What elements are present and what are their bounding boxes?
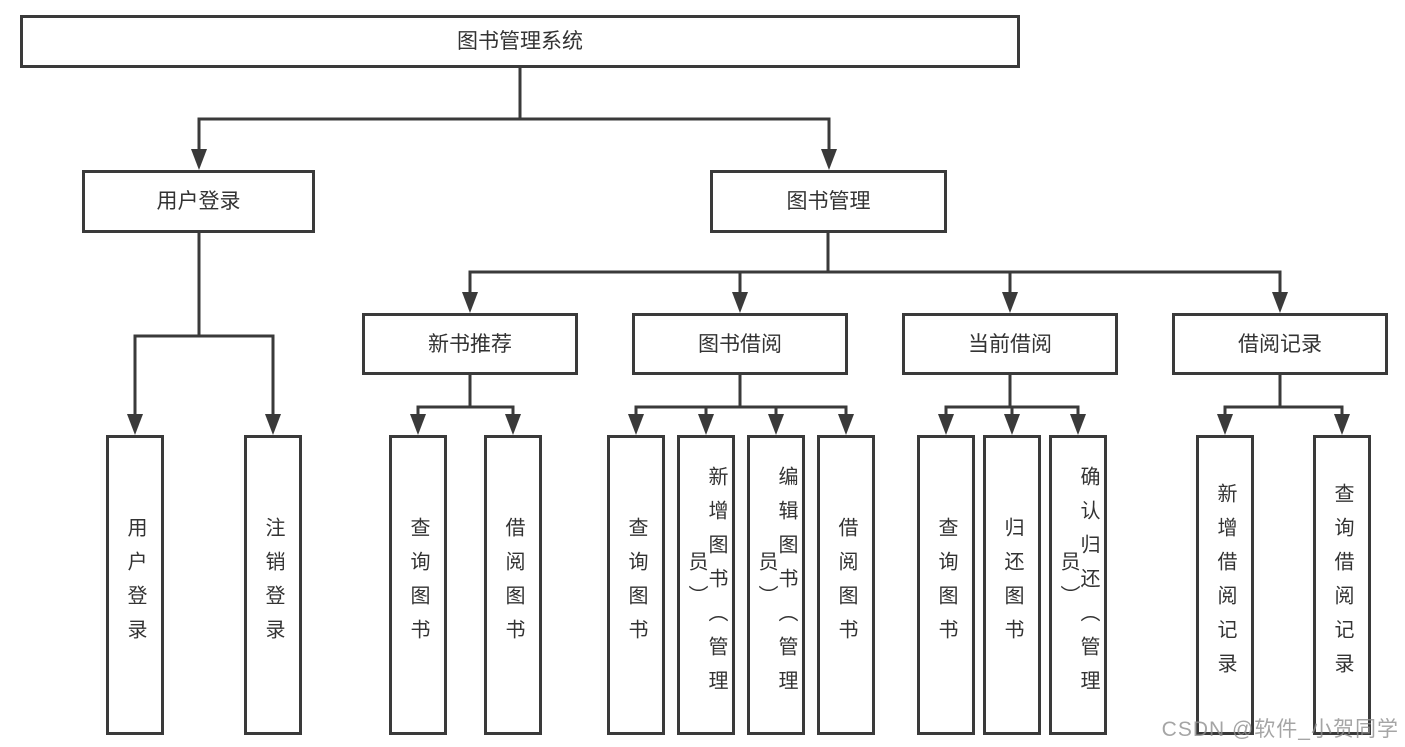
connector-current-to-leaves [944,375,1080,416]
node-book-borrowing: 图书借阅 [632,313,848,375]
node-book-management: 图书管理 [710,170,947,233]
connector-borrowing-to-leaves [634,375,848,416]
node-borrowing-records: 借阅记录 [1172,313,1388,375]
node-current-borrowing: 当前借阅 [902,313,1118,375]
leaf-current-query-books: 查询图书 [917,435,975,735]
leaf-logout: 注销登录 [244,435,302,735]
leaf-records-query-record: 查询借阅记录 [1313,435,1371,735]
leaf-user-login: 用户登录 [106,435,164,735]
connector-bookmgmt-to-level3 [468,233,1282,294]
connector-recommend-to-leaves [416,375,515,416]
leaf-records-add-record: 新增借阅记录 [1196,435,1254,735]
connector-records-to-leaves [1223,375,1344,416]
arrowheads [127,149,1350,435]
leaf-recommend-query-books: 查询图书 [389,435,447,735]
leaf-borrowing-edit-books-admin: 编辑图书（管理员） [747,435,805,735]
leaf-current-confirm-return-admin: 确认归还（管理员） [1049,435,1107,735]
csdn-watermark: CSDN @软件_小贺同学 [1161,718,1399,741]
node-user-login: 用户登录 [82,170,315,233]
leaf-recommend-borrow-books: 借阅图书 [484,435,542,735]
connector-root-to-level2 [197,68,831,151]
leaf-borrowing-add-books-admin: 新增图书（管理员） [677,435,735,735]
leaf-borrowing-borrow-books: 借阅图书 [817,435,875,735]
connector-userlogin-to-leaves [133,233,275,416]
leaf-current-return-books: 归还图书 [983,435,1041,735]
node-new-book-recommend: 新书推荐 [362,313,578,375]
node-root-system: 图书管理系统 [20,15,1020,68]
leaf-borrowing-query-books: 查询图书 [607,435,665,735]
